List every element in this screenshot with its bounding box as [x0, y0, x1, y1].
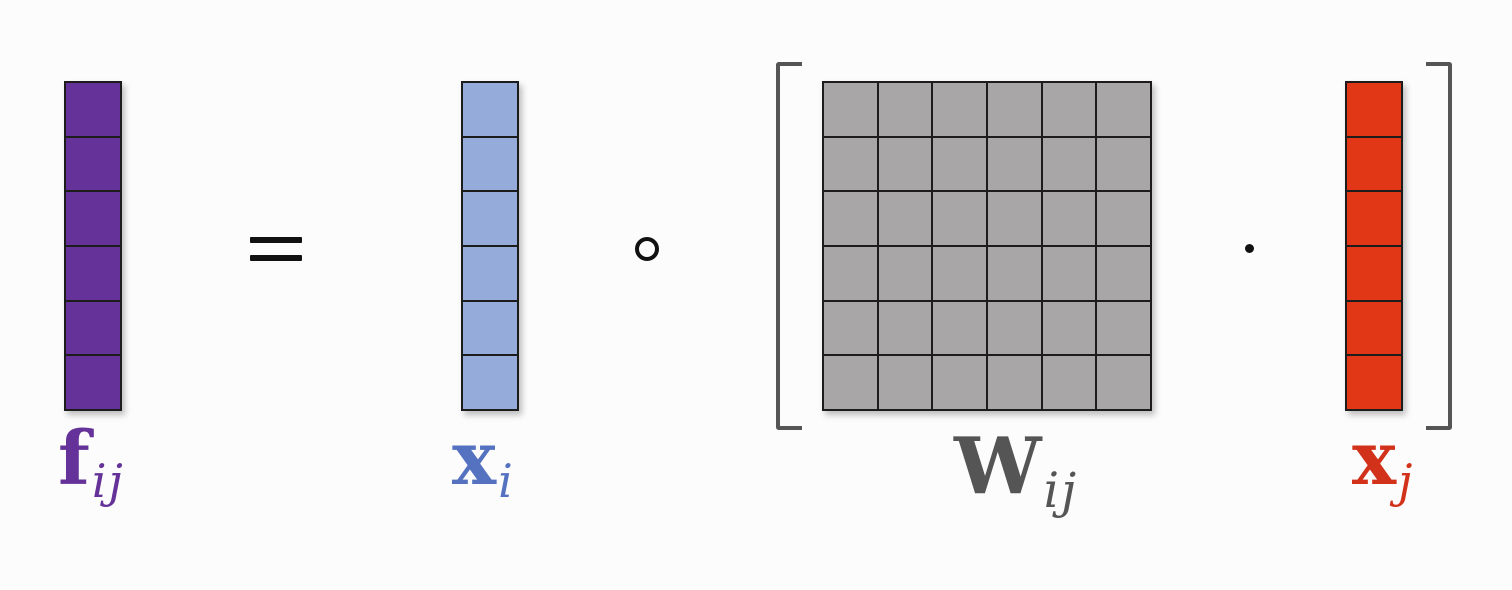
matrix-w-cell: [1042, 301, 1096, 355]
matrix-w-cell: [1042, 192, 1096, 245]
matrix-w: [822, 81, 1152, 411]
matrix-w-cell: [933, 301, 986, 355]
label-x-i: xi: [452, 422, 515, 504]
matrix-w-cell: [824, 356, 877, 409]
matrix-w-cell: [1042, 247, 1096, 300]
label-w-subscript: ij: [1043, 462, 1079, 519]
matrix-w-cell: [824, 247, 877, 300]
label-x-j: xj: [1352, 422, 1414, 504]
label-xj-subscript: j: [1398, 453, 1415, 508]
matrix-w-cell: [824, 137, 877, 191]
vector-f-cell: [66, 247, 120, 300]
left-bracket: [776, 62, 802, 430]
matrix-w-cell: [878, 356, 932, 409]
matrix-w-cell: [1042, 83, 1096, 136]
label-w-symbol: W: [954, 421, 1042, 512]
dot-product-operator: [1245, 244, 1254, 253]
matrix-w-cell: [1097, 356, 1150, 409]
label-xj-symbol: x: [1352, 416, 1397, 502]
vector-xj-cell: [1347, 356, 1401, 409]
label-xi-subscript: i: [498, 453, 515, 508]
vector-xj-cell: [1347, 301, 1401, 355]
matrix-w-cell: [1097, 247, 1150, 300]
label-f-subscript: ij: [91, 453, 125, 508]
matrix-w-cell: [988, 356, 1041, 409]
matrix-w-cell: [933, 192, 986, 245]
matrix-w-cell: [824, 83, 877, 136]
matrix-w-cell: [988, 192, 1041, 245]
vector-f-cell: [66, 192, 120, 245]
matrix-w-cell: [878, 83, 932, 136]
vector-x-j: [1345, 81, 1403, 411]
label-xi-symbol: x: [452, 416, 497, 502]
vector-f-cell: [66, 301, 120, 355]
right-bracket: [1426, 62, 1452, 430]
hadamard-product-operator: [635, 237, 659, 261]
label-w-ij: Wij: [954, 428, 1078, 515]
vector-x-i: [461, 81, 519, 411]
matrix-w-cell: [1042, 137, 1096, 191]
equals-sign: [250, 233, 302, 265]
matrix-w-cell: [933, 247, 986, 300]
matrix-w-cell: [878, 137, 932, 191]
matrix-w-cell: [933, 83, 986, 136]
vector-xi-cell: [463, 137, 517, 191]
matrix-w-cell: [1097, 137, 1150, 191]
matrix-w-cell: [933, 137, 986, 191]
matrix-w-cell: [824, 301, 877, 355]
matrix-w-cell: [1097, 301, 1150, 355]
vector-xi-cell: [463, 301, 517, 355]
vector-xj-cell: [1347, 137, 1401, 191]
vector-xj-cell: [1347, 247, 1401, 300]
matrix-w-cell: [933, 356, 986, 409]
matrix-w-cell: [1097, 192, 1150, 245]
vector-xj-cell: [1347, 83, 1401, 136]
matrix-w-cell: [988, 83, 1041, 136]
vector-xi-cell: [463, 356, 517, 409]
vector-f-cell: [66, 137, 120, 191]
matrix-w-cell: [878, 301, 932, 355]
matrix-w-cell: [988, 301, 1041, 355]
vector-f-cell: [66, 356, 120, 409]
matrix-w-cell: [1097, 83, 1150, 136]
matrix-w-cell: [1042, 356, 1096, 409]
label-f-ij: fij: [58, 422, 125, 504]
matrix-w-cell: [878, 247, 932, 300]
matrix-w-cell: [824, 192, 877, 245]
vector-xi-cell: [463, 83, 517, 136]
vector-f-cell: [66, 83, 120, 136]
matrix-w-cell: [988, 137, 1041, 191]
matrix-w-cell: [988, 247, 1041, 300]
vector-xi-cell: [463, 247, 517, 300]
vector-xj-cell: [1347, 192, 1401, 245]
matrix-w-cell: [878, 192, 932, 245]
label-f-symbol: f: [58, 416, 90, 502]
vector-f: [64, 81, 122, 411]
vector-xi-cell: [463, 192, 517, 245]
